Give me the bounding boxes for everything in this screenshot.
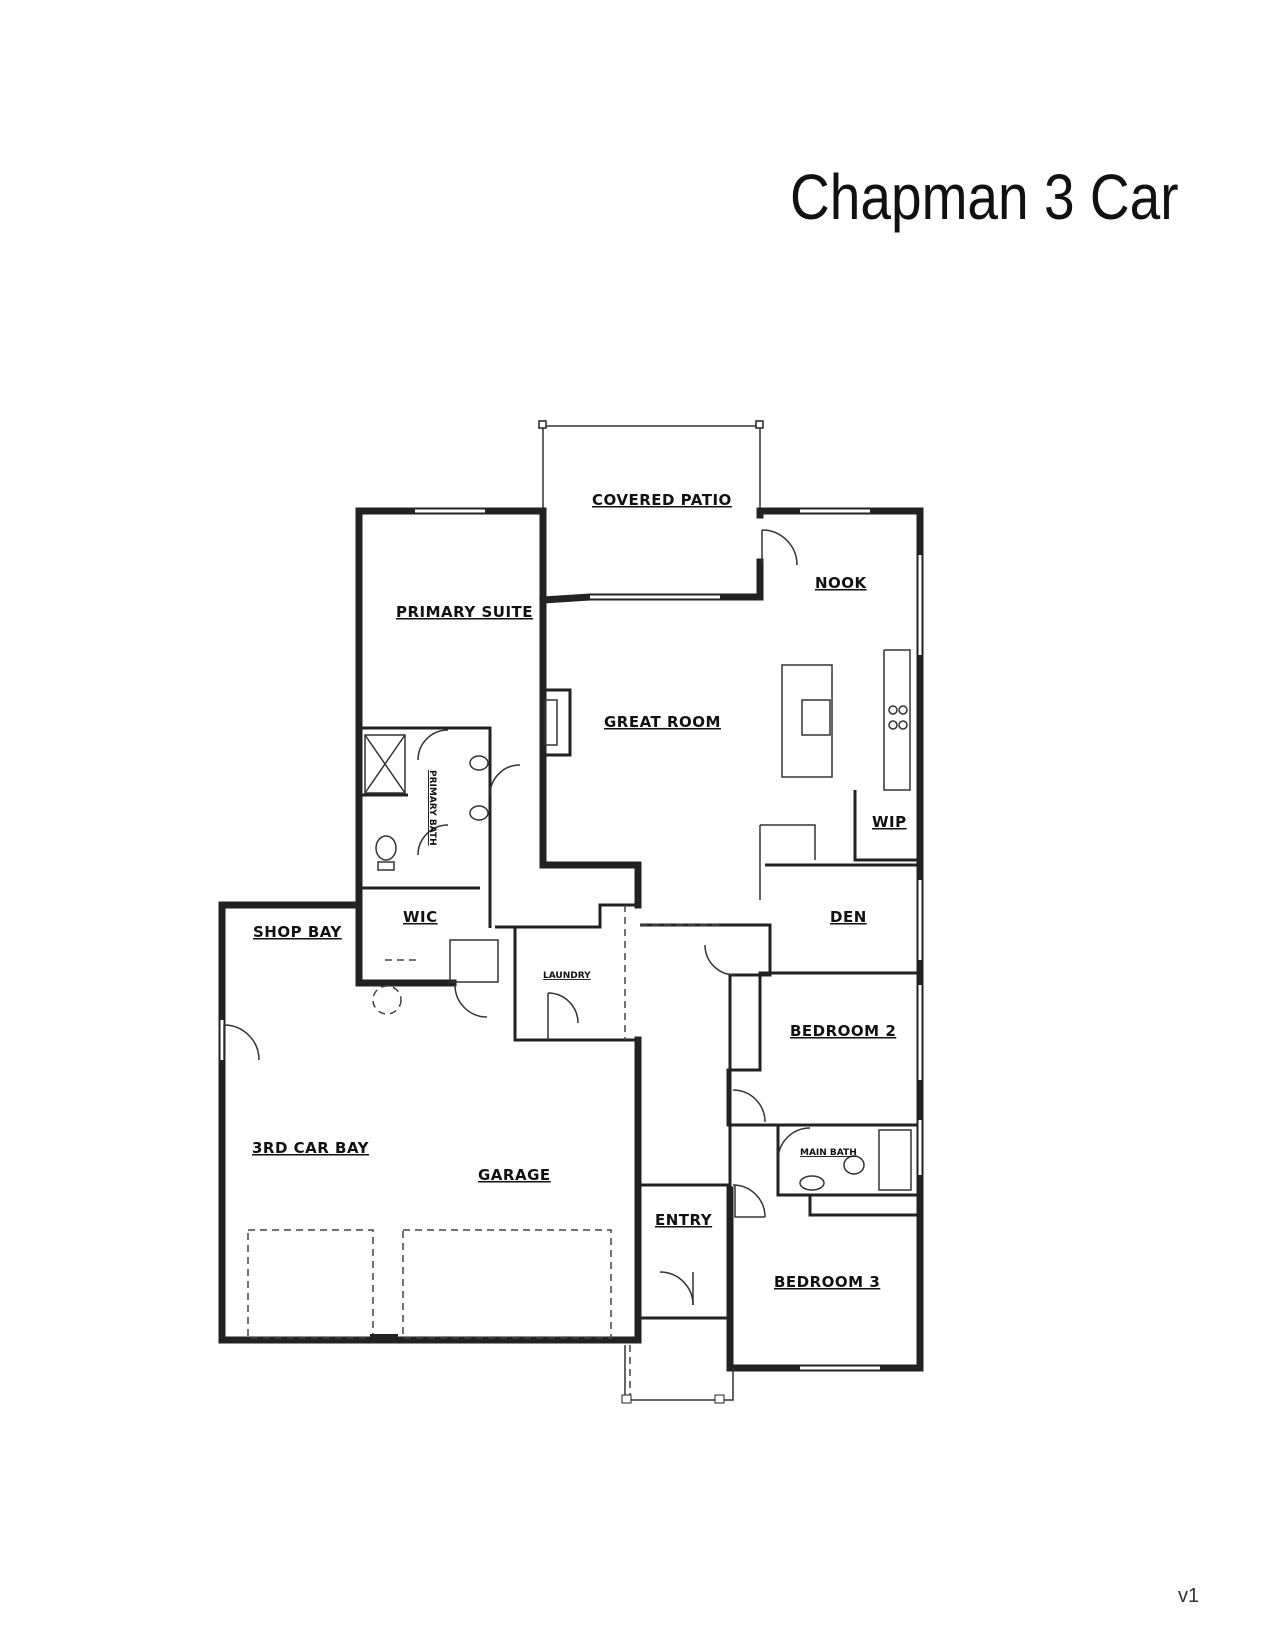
garage-walls: [218, 901, 642, 1344]
front-porch: [621, 1345, 734, 1404]
label-primary-bath: PRIMARY BATH: [427, 770, 437, 846]
label-main-bath: MAIN BATH: [800, 1148, 857, 1158]
label-3rd-car-bay: 3RD CAR BAY: [252, 1139, 370, 1157]
laundry-walls: [449, 903, 736, 1042]
label-entry: ENTRY: [655, 1211, 713, 1229]
primary-suite-walls: [355, 507, 642, 1015]
label-nook: NOOK: [815, 574, 868, 592]
version-label: v1: [1178, 1585, 1200, 1607]
bedroom-wing-walls: [638, 923, 918, 1320]
kitchen: [759, 649, 918, 900]
label-wip: WIP: [872, 813, 907, 831]
label-covered-patio: COVERED PATIO: [592, 491, 732, 509]
label-den: DEN: [830, 908, 867, 926]
label-bedroom-3: BEDROOM 3: [774, 1273, 880, 1291]
label-shop-bay: SHOP BAY: [253, 923, 342, 941]
label-primary-suite: PRIMARY SUITE: [396, 603, 533, 621]
label-garage: GARAGE: [478, 1166, 551, 1184]
page-title: Chapman 3 Car: [790, 161, 1179, 233]
label-great-room: GREAT ROOM: [604, 713, 721, 731]
fireplace: [543, 688, 572, 757]
label-laundry: LAUNDRY: [543, 971, 591, 981]
label-bedroom-2: BEDROOM 2: [790, 1022, 896, 1040]
label-wic: WIC: [403, 908, 438, 926]
main-house-walls: [539, 507, 924, 1372]
